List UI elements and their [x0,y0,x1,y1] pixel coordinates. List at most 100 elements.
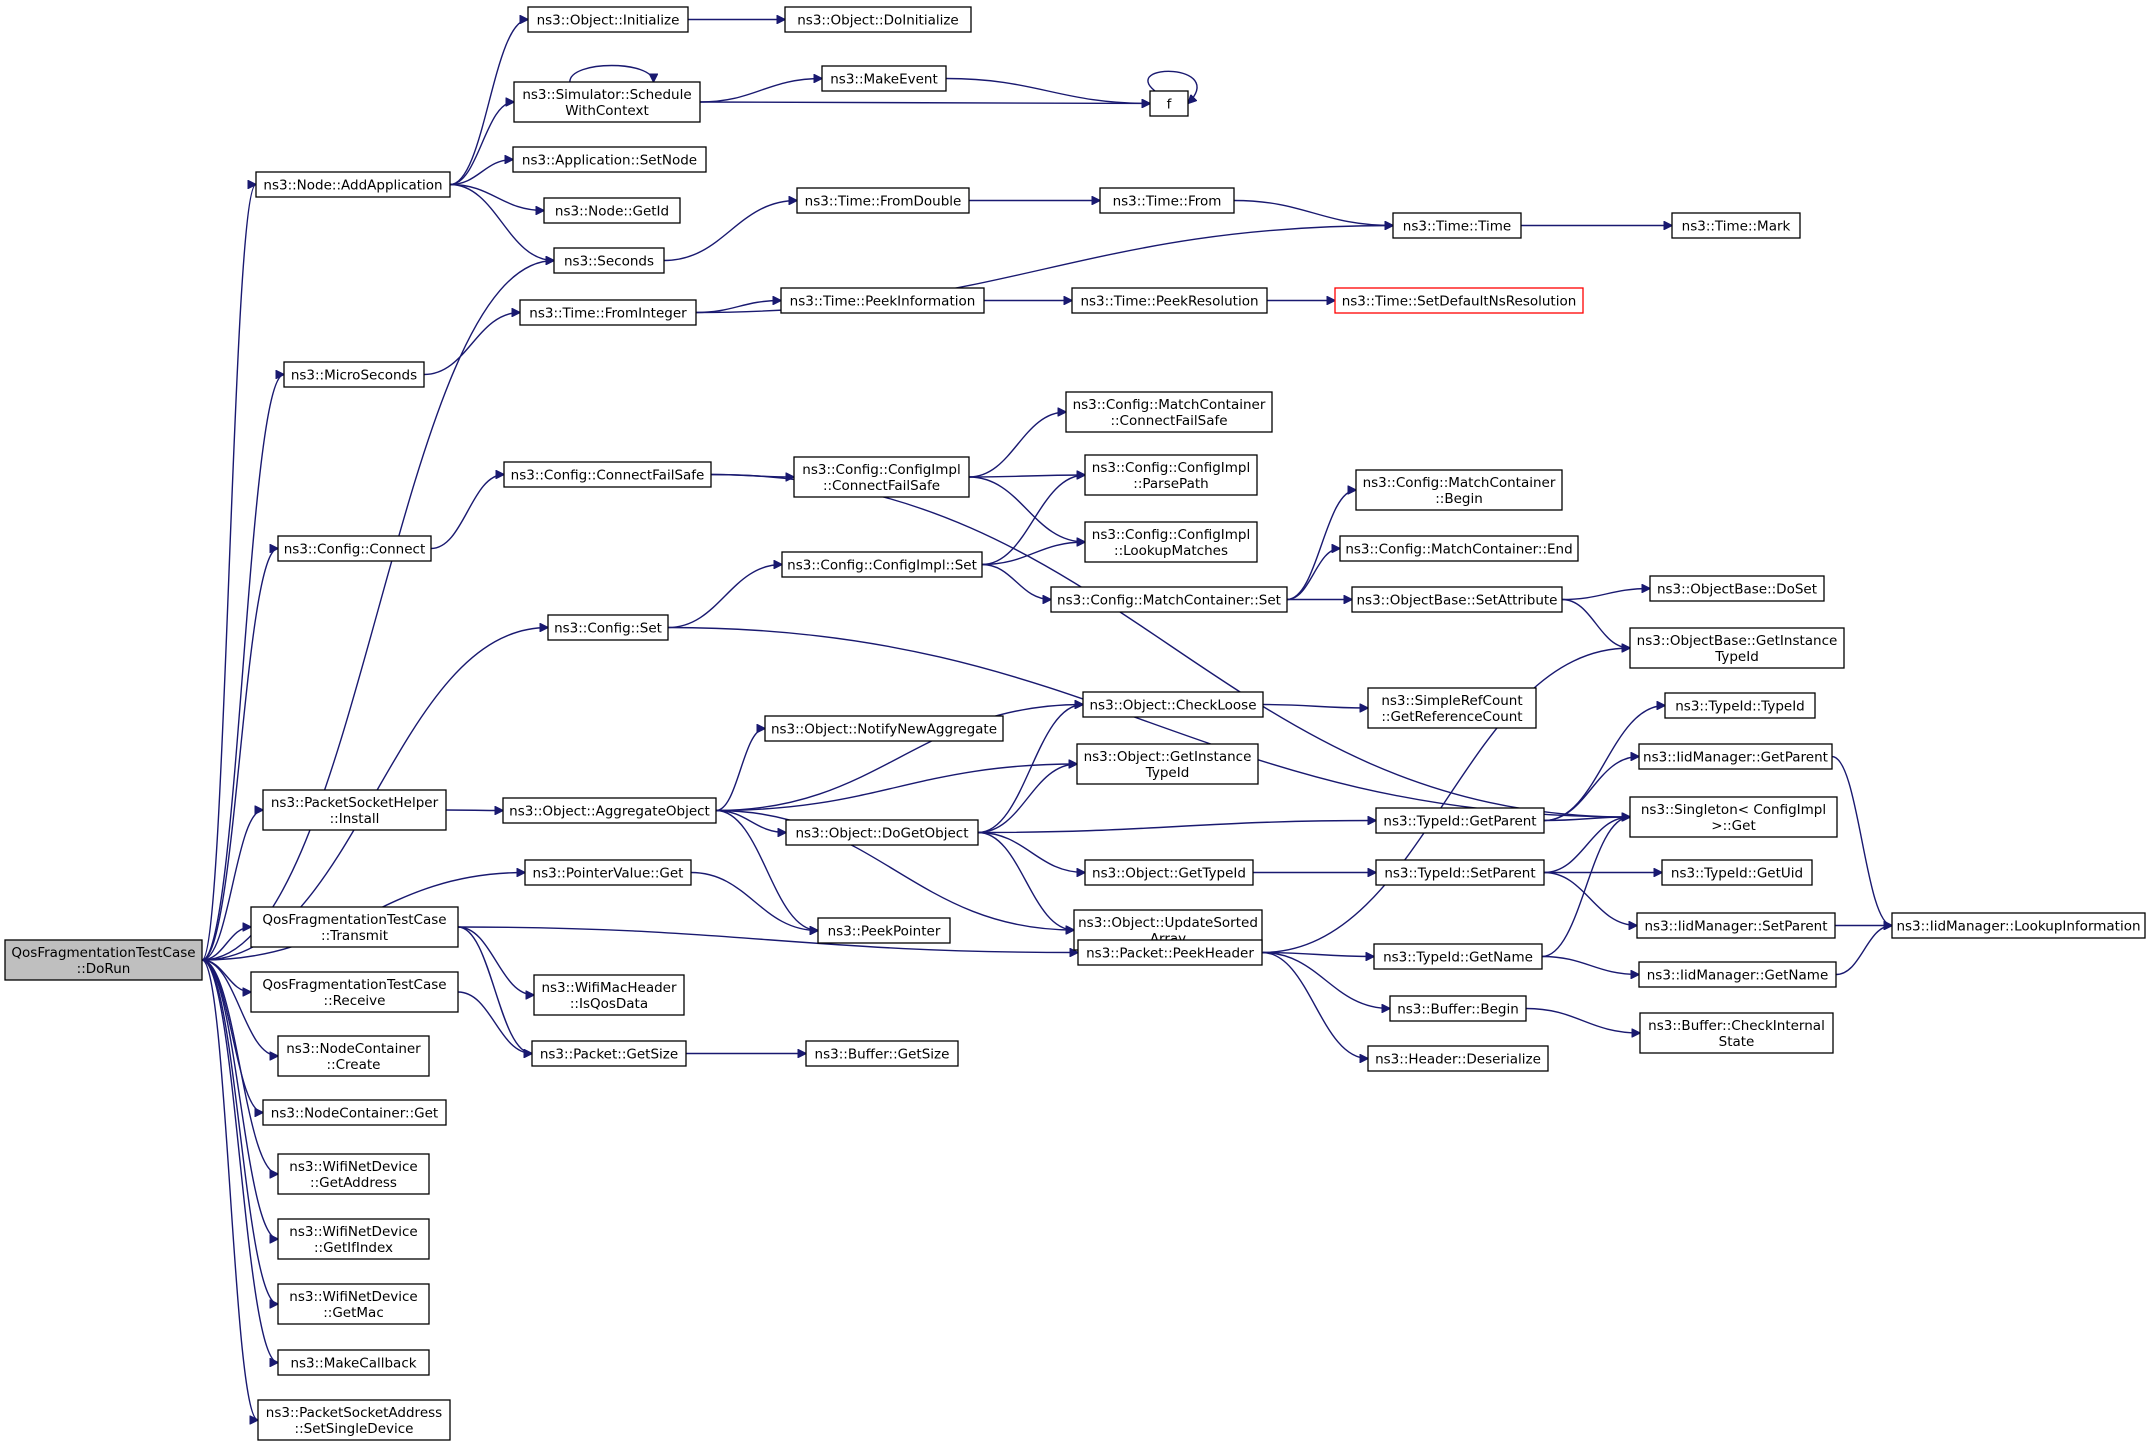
node-box-frominteger[interactable] [519,299,697,326]
node-pktgetsize[interactable]: ns3::Packet::GetSize [531,1040,687,1067]
node-fromdouble[interactable]: ns3::Time::FromDouble [796,187,970,214]
node-box-cicset[interactable] [781,551,983,578]
node-box-makecb[interactable] [277,1349,430,1376]
node-aggobj[interactable]: ns3::Object::AggregateObject [502,797,717,824]
node-cicset[interactable]: ns3::Config::ConfigImpl::Set [781,551,983,578]
node-tidgetname[interactable]: ns3::TypeId::GetName [1373,943,1543,970]
node-box-microseconds[interactable] [283,361,425,388]
node-box-cfgconnect[interactable] [277,535,432,562]
node-tidtid[interactable]: ns3::TypeId::TypeId [1664,692,1816,719]
node-singleton[interactable]: ns3::Singleton< ConfigImpl>::Get [1629,796,1838,838]
node-box-notifyagg[interactable] [764,715,1004,742]
node-bufbegin[interactable]: ns3::Buffer::Begin [1389,995,1527,1022]
node-box-appsetnode[interactable] [512,146,707,173]
node-box-cfgcfs[interactable] [503,461,712,488]
node-box-bufcheck[interactable] [1639,1012,1834,1054]
node-box-peekinfo[interactable] [780,287,985,314]
node-timefrom[interactable]: ns3::Time::From [1099,187,1235,214]
node-transmit[interactable]: QosFragmentationTestCase::Transmit [250,906,459,948]
node-box-mcbegin[interactable] [1355,469,1563,511]
node-root[interactable]: QosFragmentationTestCase::DoRun [4,939,203,981]
node-box-timefrom[interactable] [1099,187,1235,214]
node-timetime[interactable]: ns3::Time::Time [1392,212,1522,239]
node-seconds[interactable]: ns3::Seconds [553,247,665,274]
node-box-timemark[interactable] [1671,212,1801,239]
node-box-tidsetparent[interactable] [1375,859,1545,886]
node-box-ptrget[interactable] [524,859,692,886]
node-box-psinstall[interactable] [262,789,447,831]
node-appsetnode[interactable]: ns3::Application::SetNode [512,146,707,173]
node-box-root[interactable] [4,939,203,981]
node-peekinfo[interactable]: ns3::Time::PeekInformation [780,287,985,314]
node-frominteger[interactable]: ns3::Time::FromInteger [519,299,697,326]
node-box-bufbegin[interactable] [1389,995,1527,1022]
node-ciccfs[interactable]: ns3::Config::ConfigImpl::ConnectFailSafe [793,456,970,498]
node-box-lookupinfo[interactable] [1891,912,2146,939]
node-getrefcount[interactable]: ns3::SimpleRefCount::GetReferenceCount [1367,687,1537,729]
node-box-mccfs[interactable] [1065,391,1273,433]
node-checkloose[interactable]: ns3::Object::CheckLoose [1082,691,1264,718]
node-box-obdoset[interactable] [1649,575,1825,602]
node-notifyagg[interactable]: ns3::Object::NotifyNewAggregate [764,715,1004,742]
node-iidsetparent[interactable]: ns3::IidManager::SetParent [1636,912,1836,939]
node-box-mcend[interactable] [1339,535,1579,562]
node-timemark[interactable]: ns3::Time::Mark [1671,212,1801,239]
node-wndifindex[interactable]: ns3::WifiNetDevice::GetIfIndex [277,1218,430,1260]
node-box-hdrdeser[interactable] [1367,1045,1549,1072]
node-hdrdeser[interactable]: ns3::Header::Deserialize [1367,1045,1549,1072]
node-box-transmit[interactable] [250,906,459,948]
node-objdoinit[interactable]: ns3::Object::DoInitialize [784,6,972,33]
node-nccreate[interactable]: ns3::NodeContainer::Create [277,1035,430,1077]
node-box-dogetobj[interactable] [785,819,979,846]
node-setdefres[interactable]: ns3::Time::SetDefaultNsResolution [1334,287,1584,314]
node-box-addapp[interactable] [255,171,451,198]
node-tidsetparent[interactable]: ns3::TypeId::SetParent [1375,859,1545,886]
node-box-nccreate[interactable] [277,1035,430,1077]
node-addapp[interactable]: ns3::Node::AddApplication [255,171,451,198]
node-box-mcset[interactable] [1050,586,1288,613]
node-microseconds[interactable]: ns3::MicroSeconds [283,361,425,388]
node-box-schedctx[interactable] [513,81,701,123]
node-box-seconds[interactable] [553,247,665,274]
node-box-singleton[interactable] [1629,796,1838,838]
node-isqos[interactable]: ns3::WifiMacHeader::IsQosData [533,974,685,1016]
node-receive[interactable]: QosFragmentationTestCase::Receive [250,971,459,1013]
node-box-obgetinst[interactable] [1629,627,1845,669]
node-tidgetparent[interactable]: ns3::TypeId::GetParent [1375,807,1545,834]
node-box-tidtid[interactable] [1664,692,1816,719]
node-ncget[interactable]: ns3::NodeContainer::Get [262,1099,447,1126]
node-box-ciccfs[interactable] [793,456,970,498]
node-box-peekheader[interactable] [1077,939,1263,966]
node-mcset[interactable]: ns3::Config::MatchContainer::Set [1050,586,1288,613]
node-cfgconnect[interactable]: ns3::Config::Connect [277,535,432,562]
node-box-getrefcount[interactable] [1367,687,1537,729]
node-peekres[interactable]: ns3::Time::PeekResolution [1071,287,1268,314]
node-box-setdefres[interactable] [1334,287,1584,314]
node-box-pktgetsize[interactable] [531,1040,687,1067]
node-lookupmatches[interactable]: ns3::Config::ConfigImpl::LookupMatches [1084,521,1258,563]
node-box-iidsetparent[interactable] [1636,912,1836,939]
node-peekptr[interactable]: ns3::PeekPointer [817,917,951,944]
node-mcend[interactable]: ns3::Config::MatchContainer::End [1339,535,1579,562]
node-box-wndmac[interactable] [277,1283,430,1325]
node-ptrget[interactable]: ns3::PointerValue::Get [524,859,692,886]
node-cfgset[interactable]: ns3::Config::Set [547,614,669,641]
node-box-tidgetuid[interactable] [1661,859,1813,886]
node-wndaddr[interactable]: ns3::WifiNetDevice::GetAddress [277,1153,430,1195]
node-obsetattr[interactable]: ns3::ObjectBase::SetAttribute [1351,586,1563,613]
node-box-fromdouble[interactable] [796,187,970,214]
node-box-objgetinst[interactable] [1076,743,1259,785]
node-parsepath[interactable]: ns3::Config::ConfigImpl::ParsePath [1084,454,1258,496]
node-peekheader[interactable]: ns3::Packet::PeekHeader [1077,939,1263,966]
node-psinstall[interactable]: ns3::PacketSocketHelper::Install [262,789,447,831]
node-mcbegin[interactable]: ns3::Config::MatchContainer::Begin [1355,469,1563,511]
node-nodegetid[interactable]: ns3::Node::GetId [543,197,681,224]
node-iidgetname[interactable]: ns3::IidManager::GetName [1638,961,1837,988]
node-dogetobj[interactable]: ns3::Object::DoGetObject [785,819,979,846]
node-box-makeevent[interactable] [821,65,947,92]
node-box-tidgetname[interactable] [1373,943,1543,970]
node-box-wndifindex[interactable] [277,1218,430,1260]
